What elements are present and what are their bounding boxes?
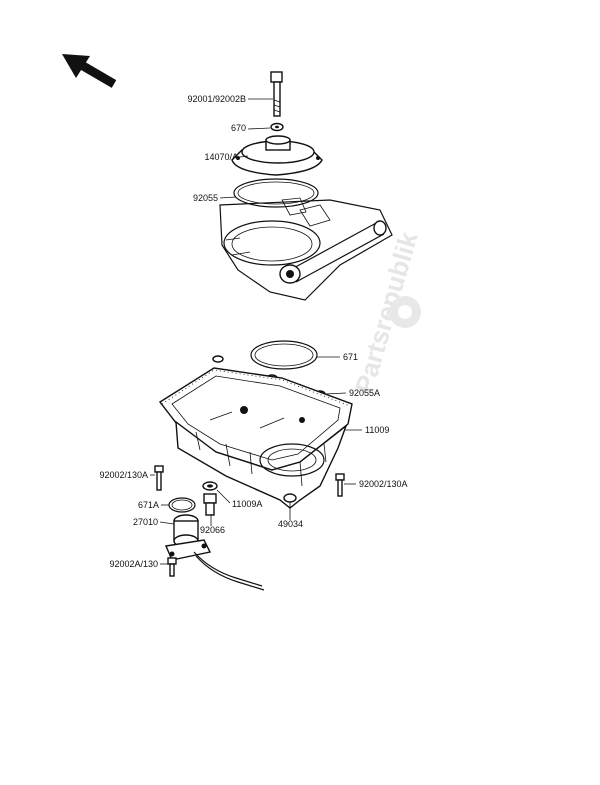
label-670: 670 xyxy=(231,123,246,133)
plug-92066 xyxy=(203,493,217,516)
label-92066: 92066 xyxy=(200,525,225,535)
label-671: 671 xyxy=(343,352,358,362)
label-11009: 11009 xyxy=(365,425,389,435)
part-labels: 92001/92002B 670 14070/A 92055 671 92055… xyxy=(99,94,407,569)
cylinder-block-section xyxy=(219,197,393,301)
label-49034: 49034 xyxy=(278,519,303,529)
label-92002-left: 92002/130A xyxy=(99,470,148,480)
label-11009A: 11009A xyxy=(232,499,262,509)
oil-pan-49034 xyxy=(175,406,348,509)
label-671A: 671A xyxy=(138,500,159,510)
bolt-92001 xyxy=(270,71,283,117)
label-14070: 14070/A xyxy=(204,152,238,162)
gasket-11009A xyxy=(202,481,218,491)
bolt-right-92002 xyxy=(335,473,345,497)
label-27010: 27010 xyxy=(133,517,158,527)
o-ring-671A xyxy=(168,497,196,513)
oil-pressure-switch-27010 xyxy=(165,514,265,591)
bolt-left-92002 xyxy=(154,465,164,491)
o-ring-92055 xyxy=(233,178,319,208)
watermark-gear-icon xyxy=(389,296,421,328)
cover-14070 xyxy=(231,135,323,176)
bolt-bottom-92002A xyxy=(167,557,177,577)
label-92055: 92055 xyxy=(193,193,218,203)
washer-670 xyxy=(270,122,284,132)
label-92055A: 92055A xyxy=(349,388,380,398)
o-ring-671 xyxy=(250,340,318,370)
label-92001: 92001/92002B xyxy=(187,94,246,104)
front-direction-arrow-icon xyxy=(62,54,117,88)
seal-small-left xyxy=(212,355,224,363)
label-92002A: 92002A/130 xyxy=(109,559,158,569)
label-92002-right: 92002/130A xyxy=(359,479,408,489)
leader-lines xyxy=(150,98,362,565)
